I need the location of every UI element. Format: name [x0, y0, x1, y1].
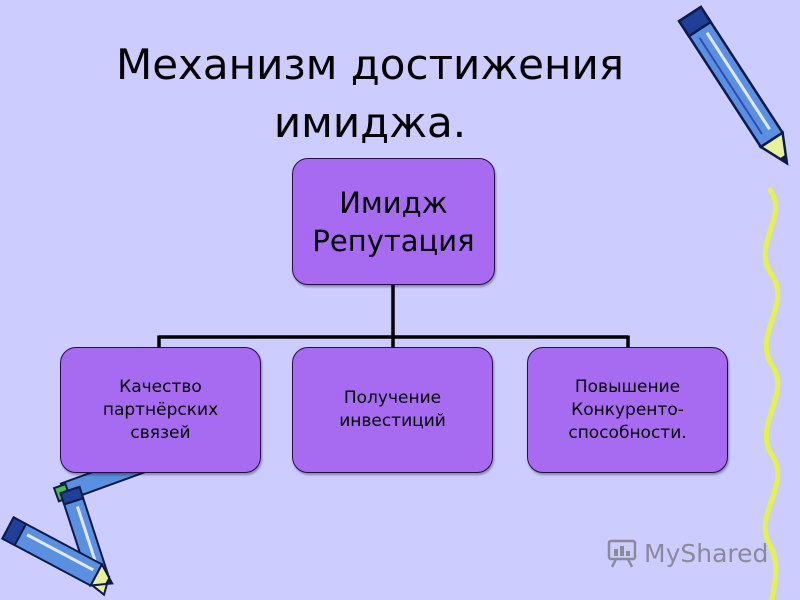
node-label: Повышение [575, 376, 680, 399]
node-label: Качество [119, 376, 202, 399]
node-partner-relations: Качество партнёрских связей [60, 347, 261, 473]
node-label: Репутация [312, 222, 474, 260]
node-competitiveness: Повышение Конкуренто- способности. [527, 347, 728, 473]
node-label: связей [130, 422, 190, 445]
watermark-text: MyShared [644, 539, 768, 568]
node-label: инвестиций [339, 410, 446, 433]
node-label: Получение [344, 387, 441, 410]
node-label: партнёрских [103, 399, 218, 422]
node-investments: Получение инвестиций [292, 347, 493, 473]
node-image-reputation: Имидж Репутация [292, 158, 495, 285]
node-label: Имидж [339, 184, 448, 222]
watermark: MyShared [606, 537, 768, 569]
myshared-logo-icon [606, 537, 640, 569]
node-label: Конкуренто- [571, 399, 684, 422]
node-label: способности. [568, 422, 686, 445]
